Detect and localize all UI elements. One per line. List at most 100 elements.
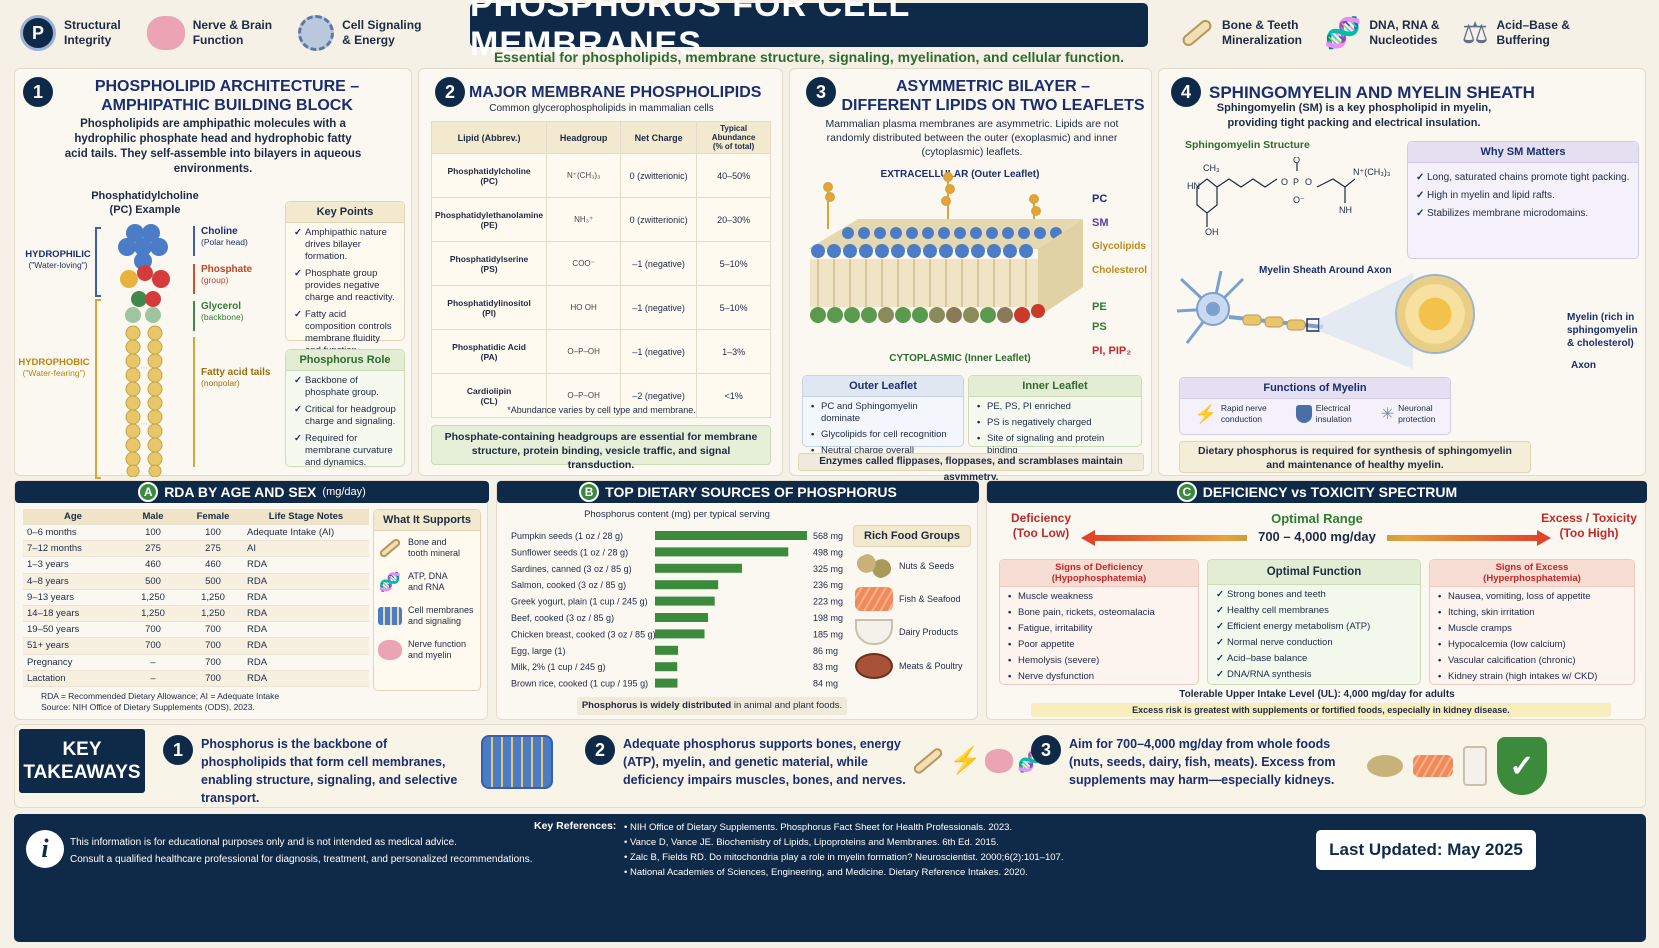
legend-sm: SM <box>1092 217 1109 229</box>
badge-scale: ⚖ Acid–Base & Buffering <box>1462 16 1570 51</box>
disclaimer: This information is for educational purp… <box>70 834 550 868</box>
table-cell: Lactation <box>23 670 123 687</box>
function-label: Rapid nerve conduction <box>1220 403 1267 424</box>
list-item: Neutral charge overall <box>811 445 955 457</box>
bone-icon <box>378 537 402 559</box>
phosphorus-role-box: Phosphorus Role Backbone of phosphate gr… <box>285 349 405 468</box>
takeaway-number: 1 <box>163 735 193 765</box>
bone-icon <box>911 745 945 776</box>
svg-text:HN: HN <box>1187 181 1200 191</box>
food-groups-box: Rich Food Groups Nuts & Seeds Fish & Sea… <box>853 525 971 691</box>
box-title: Signs of Deficiency (Hypophosphatemia) <box>1000 560 1198 587</box>
excess-box: Signs of Excess (Hyperphosphatemia) Naus… <box>1429 559 1635 685</box>
table-cell: AI <box>243 540 369 558</box>
note-line: Source: NIH Office of Dietary Supplement… <box>41 702 255 712</box>
takeaways-title: KEY TAKEAWAYS <box>19 729 145 793</box>
list-item: Backbone of phosphate group. <box>294 375 396 399</box>
bar-value-label: 198 mg <box>813 613 843 623</box>
myelin-segments <box>1242 314 1306 331</box>
food-group-label: Nuts & Seeds <box>899 561 955 571</box>
support-item: 🧬 ATP, DNA and RNA <box>378 571 476 593</box>
table-cell: NH₃⁺ <box>546 197 622 242</box>
bar-value-label: 568 mg <box>813 531 843 541</box>
top-right-badges: Bone & Teeth Mineralization 🧬 DNA, RNA &… <box>1180 8 1650 58</box>
bar-label: Brown rice, cooked (1 cup / 195 g) <box>511 679 648 689</box>
table-cell: 100 <box>123 524 183 542</box>
food-group-label: Dairy Products <box>899 627 959 637</box>
section-title: TOP DIETARY SOURCES OF PHOSPHORUS <box>605 484 897 500</box>
support-label: Bone and tooth mineral <box>408 537 461 558</box>
dairy-icon <box>1463 746 1487 786</box>
table-cell: 4–8 years <box>23 573 123 590</box>
pc-example-label: Phosphatidylcholine (PC) Example <box>91 190 199 216</box>
bar <box>655 563 742 573</box>
table-cell: 20–30% <box>696 197 771 242</box>
list-item: Muscle cramps <box>1438 623 1626 635</box>
list-item: Poor appetite <box>1008 639 1190 651</box>
list-item: Nerve dysfunction <box>1008 671 1190 683</box>
list-item: Normal nerve conduction <box>1216 637 1412 648</box>
support-item: Nerve function and myelin <box>378 639 476 661</box>
hydrophobic-bracket <box>95 299 101 479</box>
section-footer: Phosphorus is widely distributed in anim… <box>577 697 847 715</box>
part-sub: (backbone) <box>201 312 244 322</box>
outer-leaflet-box: Outer Leaflet PC and Sphingomyelin domin… <box>802 375 964 457</box>
list-item: Amphipathic nature drives bilayer format… <box>294 227 396 263</box>
table-cell: RDA <box>243 670 369 687</box>
table-cell: RDA <box>243 556 369 574</box>
support-label: ATP, DNA and RNA <box>408 571 448 592</box>
list-item: Phosphate group provides negative charge… <box>294 268 396 304</box>
reference-item: • Zalc B, Fields RD. Do mitochondria pla… <box>624 852 1064 863</box>
key-points-box: Key Points Amphipathic nature drives bil… <box>285 201 405 356</box>
table-cell: 1,250 <box>183 605 243 623</box>
bar <box>655 531 807 540</box>
table-cell: 1,250 <box>123 589 183 606</box>
section-number: 4 <box>1171 77 1201 107</box>
phosphorus-bar-chart: Pumpkin seeds (1 oz / 28 g)568 mgSunflow… <box>511 531 843 689</box>
key-points-list: Amphipathic nature drives bilayer format… <box>286 223 404 366</box>
takeaway-number: 3 <box>1031 735 1061 765</box>
part-sub: (nonpolar) <box>201 378 240 388</box>
nuts-icon <box>1367 755 1403 777</box>
optimal-range-value: 700 – 4,000 mg/day <box>1247 529 1387 544</box>
list-item: Healthy cell membranes <box>1216 605 1412 616</box>
phospholipid-table: Lipid (Abbrev.) Headgroup Net Charge Typ… <box>430 121 771 418</box>
reference-item: • NIH Office of Dietary Supplements. Pho… <box>624 822 1013 833</box>
footer-bar: i This information is for educational pu… <box>14 814 1646 942</box>
badge-structural: P Structural Integrity <box>20 15 121 51</box>
table-row: Phosphatidylinositol (PI)HO OH–1 (negati… <box>430 285 771 330</box>
food-group-item: Nuts & Seeds <box>855 553 969 579</box>
badge-label: DNA, RNA & Nucleotides <box>1369 18 1440 47</box>
table-cell: –1 (negative) <box>620 329 698 374</box>
list-item: PS is negatively charged <box>977 417 1133 429</box>
table-cell: 1–3% <box>696 329 771 374</box>
function-label: Neuronal protection <box>1398 403 1436 424</box>
table-cell: 0 (zwitterionic) <box>620 197 698 242</box>
nuts-icon <box>855 553 893 579</box>
svg-text:O: O <box>1281 177 1288 187</box>
part-sub: (Polar head) <box>201 237 248 247</box>
top-left-badges: P Structural Integrity Nerve & Brain Fun… <box>20 8 470 58</box>
list-item: High in myelin and lipid rafts. <box>1416 189 1630 202</box>
tail-region <box>810 259 1038 307</box>
bar-value-label: 498 mg <box>813 547 843 557</box>
references-title: Key References: <box>534 820 617 832</box>
why-sm-box: Why SM Matters Long, saturated chains pr… <box>1407 141 1639 259</box>
glycerol-backbone <box>125 291 161 323</box>
table-row: Phosphatidic Acid (PA)O–P–OH–1 (negative… <box>430 329 771 374</box>
myelin-label: Myelin (rich in sphingomyelin & choleste… <box>1567 312 1638 349</box>
table-cell: RDA <box>243 589 369 606</box>
table-cell: 700 <box>183 654 243 671</box>
footer-bold: Phosphorus is widely distributed <box>581 700 732 711</box>
list-item: Site of signaling and protein binding <box>977 433 1133 457</box>
hydrophobic-title: HYDROPHOBIC <box>18 357 90 368</box>
badge-dna: 🧬 DNA, RNA & Nucleotides <box>1324 16 1440 51</box>
hydrophilic-bracket <box>95 227 101 297</box>
table-row: Phosphatidylserine (PS)COO⁻–1 (negative)… <box>430 241 771 286</box>
meat-icon <box>855 653 893 679</box>
table-cell: –1 (negative) <box>620 241 698 286</box>
reference-text: NIH Office of Dietary Supplements. Phosp… <box>629 822 1013 833</box>
support-item: Bone and tooth mineral <box>378 537 476 559</box>
